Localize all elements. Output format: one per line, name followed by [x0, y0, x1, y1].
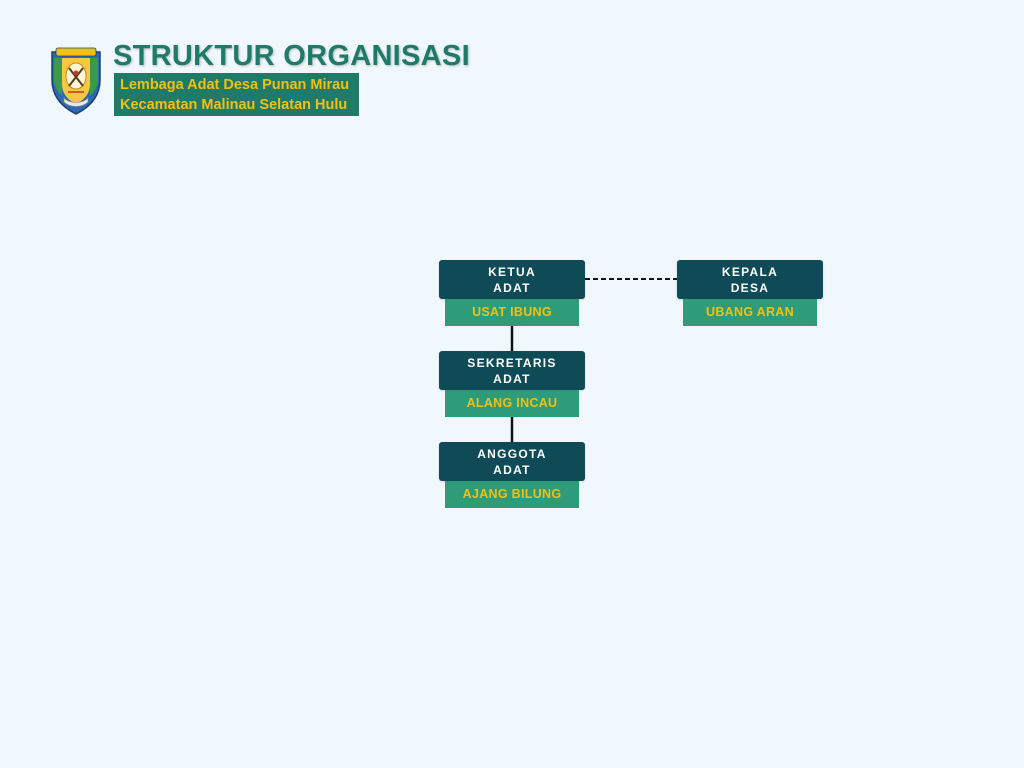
person-name: AJANG BILUNG	[445, 481, 579, 508]
role-subtitle: ADAT	[493, 280, 531, 295]
org-node-ketua-adat: KETUA ADAT USAT IBUNG	[439, 260, 585, 326]
person-name: USAT IBUNG	[445, 299, 579, 326]
role-box: ANGGOTA ADAT	[439, 442, 585, 481]
page-title: STRUKTUR ORGANISASI	[113, 40, 470, 72]
role-title: ANGGOTA	[477, 446, 547, 461]
malinau-regency-emblem-icon	[51, 47, 101, 115]
role-title: KEPALA	[721, 264, 779, 279]
org-node-kepala-desa: KEPALA DESA UBANG ARAN	[677, 260, 823, 326]
role-title: KETUA	[488, 264, 536, 279]
role-title: SEKRETARIS	[467, 355, 557, 370]
subtitle-banner: Lembaga Adat Desa Punan Mirau Kecamatan …	[114, 73, 359, 116]
role-box: KEPALA DESA	[677, 260, 823, 299]
role-subtitle: ADAT	[493, 371, 531, 386]
role-subtitle: DESA	[730, 280, 770, 295]
role-box: SEKRETARIS ADAT	[439, 351, 585, 390]
subtitle-institution: Lembaga Adat Desa Punan Mirau	[120, 77, 350, 93]
role-subtitle: ADAT	[493, 462, 531, 477]
person-name: ALANG INCAU	[445, 390, 579, 417]
role-box: KETUA ADAT	[439, 260, 585, 299]
org-node-anggota-adat: ANGGOTA ADAT AJANG BILUNG	[439, 442, 585, 508]
org-node-sekretaris-adat: SEKRETARIS ADAT ALANG INCAU	[439, 351, 585, 417]
subtitle-district: Kecamatan Malinau Selatan Hulu	[120, 97, 348, 113]
person-name: UBANG ARAN	[683, 299, 817, 326]
